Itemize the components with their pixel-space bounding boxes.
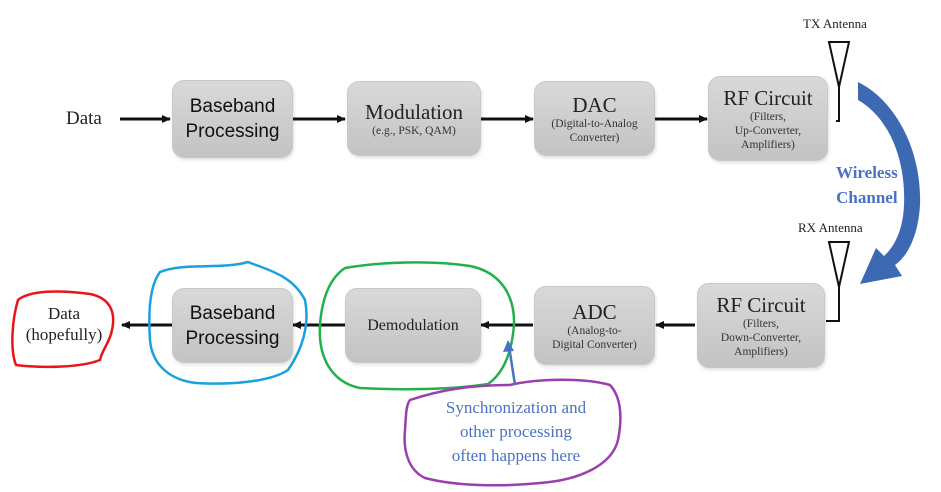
sync-annotation-line1: Synchronization and — [445, 398, 587, 417]
highlight-circle-output — [11, 290, 115, 369]
tx-input-label: Data — [66, 108, 102, 129]
annotation-pointer-head — [503, 340, 514, 352]
rx-antenna-icon — [826, 241, 851, 322]
sync-annotation-line2: other processing — [460, 422, 572, 441]
rx-output-label: Data (hopefully) — [18, 303, 110, 345]
highlight-circle-annotation — [403, 378, 622, 487]
rx-output-label-line2: (hopefully) — [25, 325, 103, 344]
rx-adc-title: ADC — [572, 299, 617, 324]
sync-annotation-line3: often happens here — [451, 446, 581, 465]
tx-dac-title: DAC — [572, 92, 617, 117]
rx-adc-block: ADC (Analog-to- Digital Converter) — [534, 286, 655, 365]
tx-baseband-title: Baseband — [189, 96, 276, 117]
rx-demodulation-block: Demodulation — [345, 288, 481, 363]
tx-baseband-block: Baseband Processing — [172, 80, 293, 158]
rx-adc-subtitle2: Digital Converter) — [552, 338, 637, 351]
rx-demodulation-title: Demodulation — [367, 316, 459, 334]
highlight-circle-demodulation — [318, 261, 516, 391]
annotation-pointer-arrow — [507, 345, 517, 386]
tx-baseband-title2: Processing — [185, 121, 280, 142]
highlight-circle-baseband — [148, 260, 308, 385]
tx-dac-subtitle2: Converter) — [569, 131, 620, 144]
tx-antenna-label: TX Antenna — [803, 16, 867, 31]
wireless-channel-label: Wireless Channel — [836, 160, 898, 210]
rx-baseband-title: Baseband — [189, 302, 276, 324]
wireless-channel-label-line2: Channel — [836, 188, 898, 207]
rx-rf-subtitle: (Filters, — [742, 317, 780, 330]
rx-antenna-label: RX Antenna — [798, 220, 863, 235]
wireless-channel-label-line1: Wireless — [836, 163, 898, 182]
wireless-channel-arrow — [858, 82, 921, 284]
rx-rf-subtitle3: Amplifiers) — [734, 345, 788, 358]
rx-rf-subtitle2: Down-Converter, — [720, 331, 802, 344]
tx-antenna-icon — [827, 41, 851, 122]
tx-modulation-block: Modulation (e.g., PSK, QAM) — [347, 81, 481, 156]
sync-annotation-note: Synchronization and other processing oft… — [416, 396, 616, 468]
rx-rf-title: RF Circuit — [716, 292, 806, 317]
tx-modulation-subtitle: (e.g., PSK, QAM) — [372, 124, 456, 137]
rx-baseband-title2: Processing — [185, 327, 280, 349]
rx-baseband-block: Baseband Processing — [172, 288, 293, 363]
rx-rf-block: RF Circuit (Filters, Down-Converter, Amp… — [697, 283, 825, 368]
tx-dac-subtitle: (Digital-to-Analog — [551, 117, 638, 130]
rx-adc-subtitle: (Analog-to- — [567, 324, 622, 337]
tx-rf-block: RF Circuit (Filters, Up-Converter, Ampli… — [708, 76, 828, 161]
tx-rf-title: RF Circuit — [723, 85, 813, 110]
tx-modulation-title: Modulation — [365, 99, 463, 124]
tx-rf-subtitle: (Filters, — [749, 110, 787, 123]
rx-output-label-line1: Data — [47, 304, 81, 323]
tx-dac-block: DAC (Digital-to-Analog Converter) — [534, 81, 655, 156]
tx-rf-subtitle3: Amplifiers) — [741, 138, 795, 151]
tx-rf-subtitle2: Up-Converter, — [734, 124, 802, 137]
